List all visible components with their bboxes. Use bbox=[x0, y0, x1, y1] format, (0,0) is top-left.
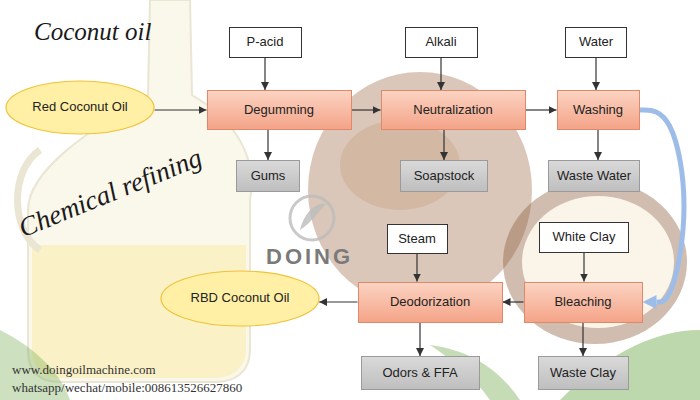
node-text: Waste Clay bbox=[550, 365, 616, 381]
node-text: Steam bbox=[398, 231, 436, 247]
process-box: Deodorization bbox=[358, 282, 503, 323]
oil-ellipse: Red Coconut Oil bbox=[5, 80, 155, 135]
node-text: Odors & FFA bbox=[382, 365, 457, 381]
flow-arrow bbox=[582, 323, 583, 357]
flow-arrow bbox=[443, 130, 444, 160]
node-text: Soapstock bbox=[414, 168, 475, 184]
waste-box: Soapstock bbox=[400, 160, 488, 192]
curved-flow-arrow bbox=[640, 110, 685, 302]
process-box: Degumming bbox=[207, 90, 352, 130]
coconut-shell bbox=[503, 180, 687, 344]
flow-arrow bbox=[595, 58, 596, 91]
ellipse-outline bbox=[161, 271, 319, 326]
ellipse-outline bbox=[6, 81, 154, 134]
flow-arrow bbox=[503, 301, 524, 302]
flow-arrow bbox=[419, 323, 420, 357]
diagram-title: Coconut oil bbox=[34, 18, 151, 46]
flow-arrow bbox=[267, 130, 268, 160]
node-text: RBD Coconut Oil bbox=[191, 290, 290, 306]
node-text: Water bbox=[579, 34, 613, 50]
input-box: Water bbox=[565, 27, 627, 58]
node-text: Neutralization bbox=[413, 102, 493, 118]
input-box: P-acid bbox=[229, 27, 302, 58]
node-text: Washing bbox=[573, 102, 623, 118]
input-box: White Clay bbox=[539, 222, 629, 253]
node-text: Bleaching bbox=[554, 294, 611, 310]
waste-box: Gums bbox=[236, 160, 300, 192]
flow-arrow bbox=[264, 58, 265, 91]
node-text: White Clay bbox=[553, 229, 616, 245]
flow-arrow bbox=[526, 109, 557, 110]
watermark-logo bbox=[290, 196, 334, 240]
flow-arrow bbox=[440, 58, 441, 91]
process-box: Bleaching bbox=[524, 282, 643, 323]
flow-arrow bbox=[352, 109, 381, 110]
node-text: Deodorization bbox=[390, 294, 470, 310]
node-text: Red Coconut Oil bbox=[32, 99, 127, 115]
node-text: Gums bbox=[251, 168, 286, 184]
contact-number: whatsapp/wechat/mobile:008613526627860 bbox=[12, 380, 242, 396]
flow-arrow bbox=[416, 254, 417, 282]
node-text: P-acid bbox=[247, 34, 284, 50]
node-text: Degumming bbox=[244, 102, 314, 118]
coconut-flesh bbox=[522, 196, 674, 328]
input-box: Alkali bbox=[405, 27, 478, 58]
watermark: DOING bbox=[266, 244, 353, 270]
node-text: Alkali bbox=[425, 34, 456, 50]
waste-box: Waste Water bbox=[548, 160, 640, 192]
flow-arrow bbox=[319, 301, 357, 302]
flow-arrow bbox=[155, 109, 207, 110]
watermark-logo bbox=[300, 204, 326, 230]
waste-box: Odors & FFA bbox=[361, 356, 480, 390]
input-box: Steam bbox=[387, 224, 448, 254]
flow-arrow bbox=[597, 130, 598, 160]
node-text: Waste Water bbox=[557, 168, 631, 184]
waste-box: Waste Clay bbox=[538, 356, 629, 390]
flow-arrow bbox=[583, 253, 584, 282]
website-url: www.doingoilmachine.com bbox=[12, 362, 156, 378]
process-box: Washing bbox=[557, 90, 640, 130]
process-box: Neutralization bbox=[381, 90, 526, 130]
oil-ellipse: RBD Coconut Oil bbox=[160, 270, 320, 327]
